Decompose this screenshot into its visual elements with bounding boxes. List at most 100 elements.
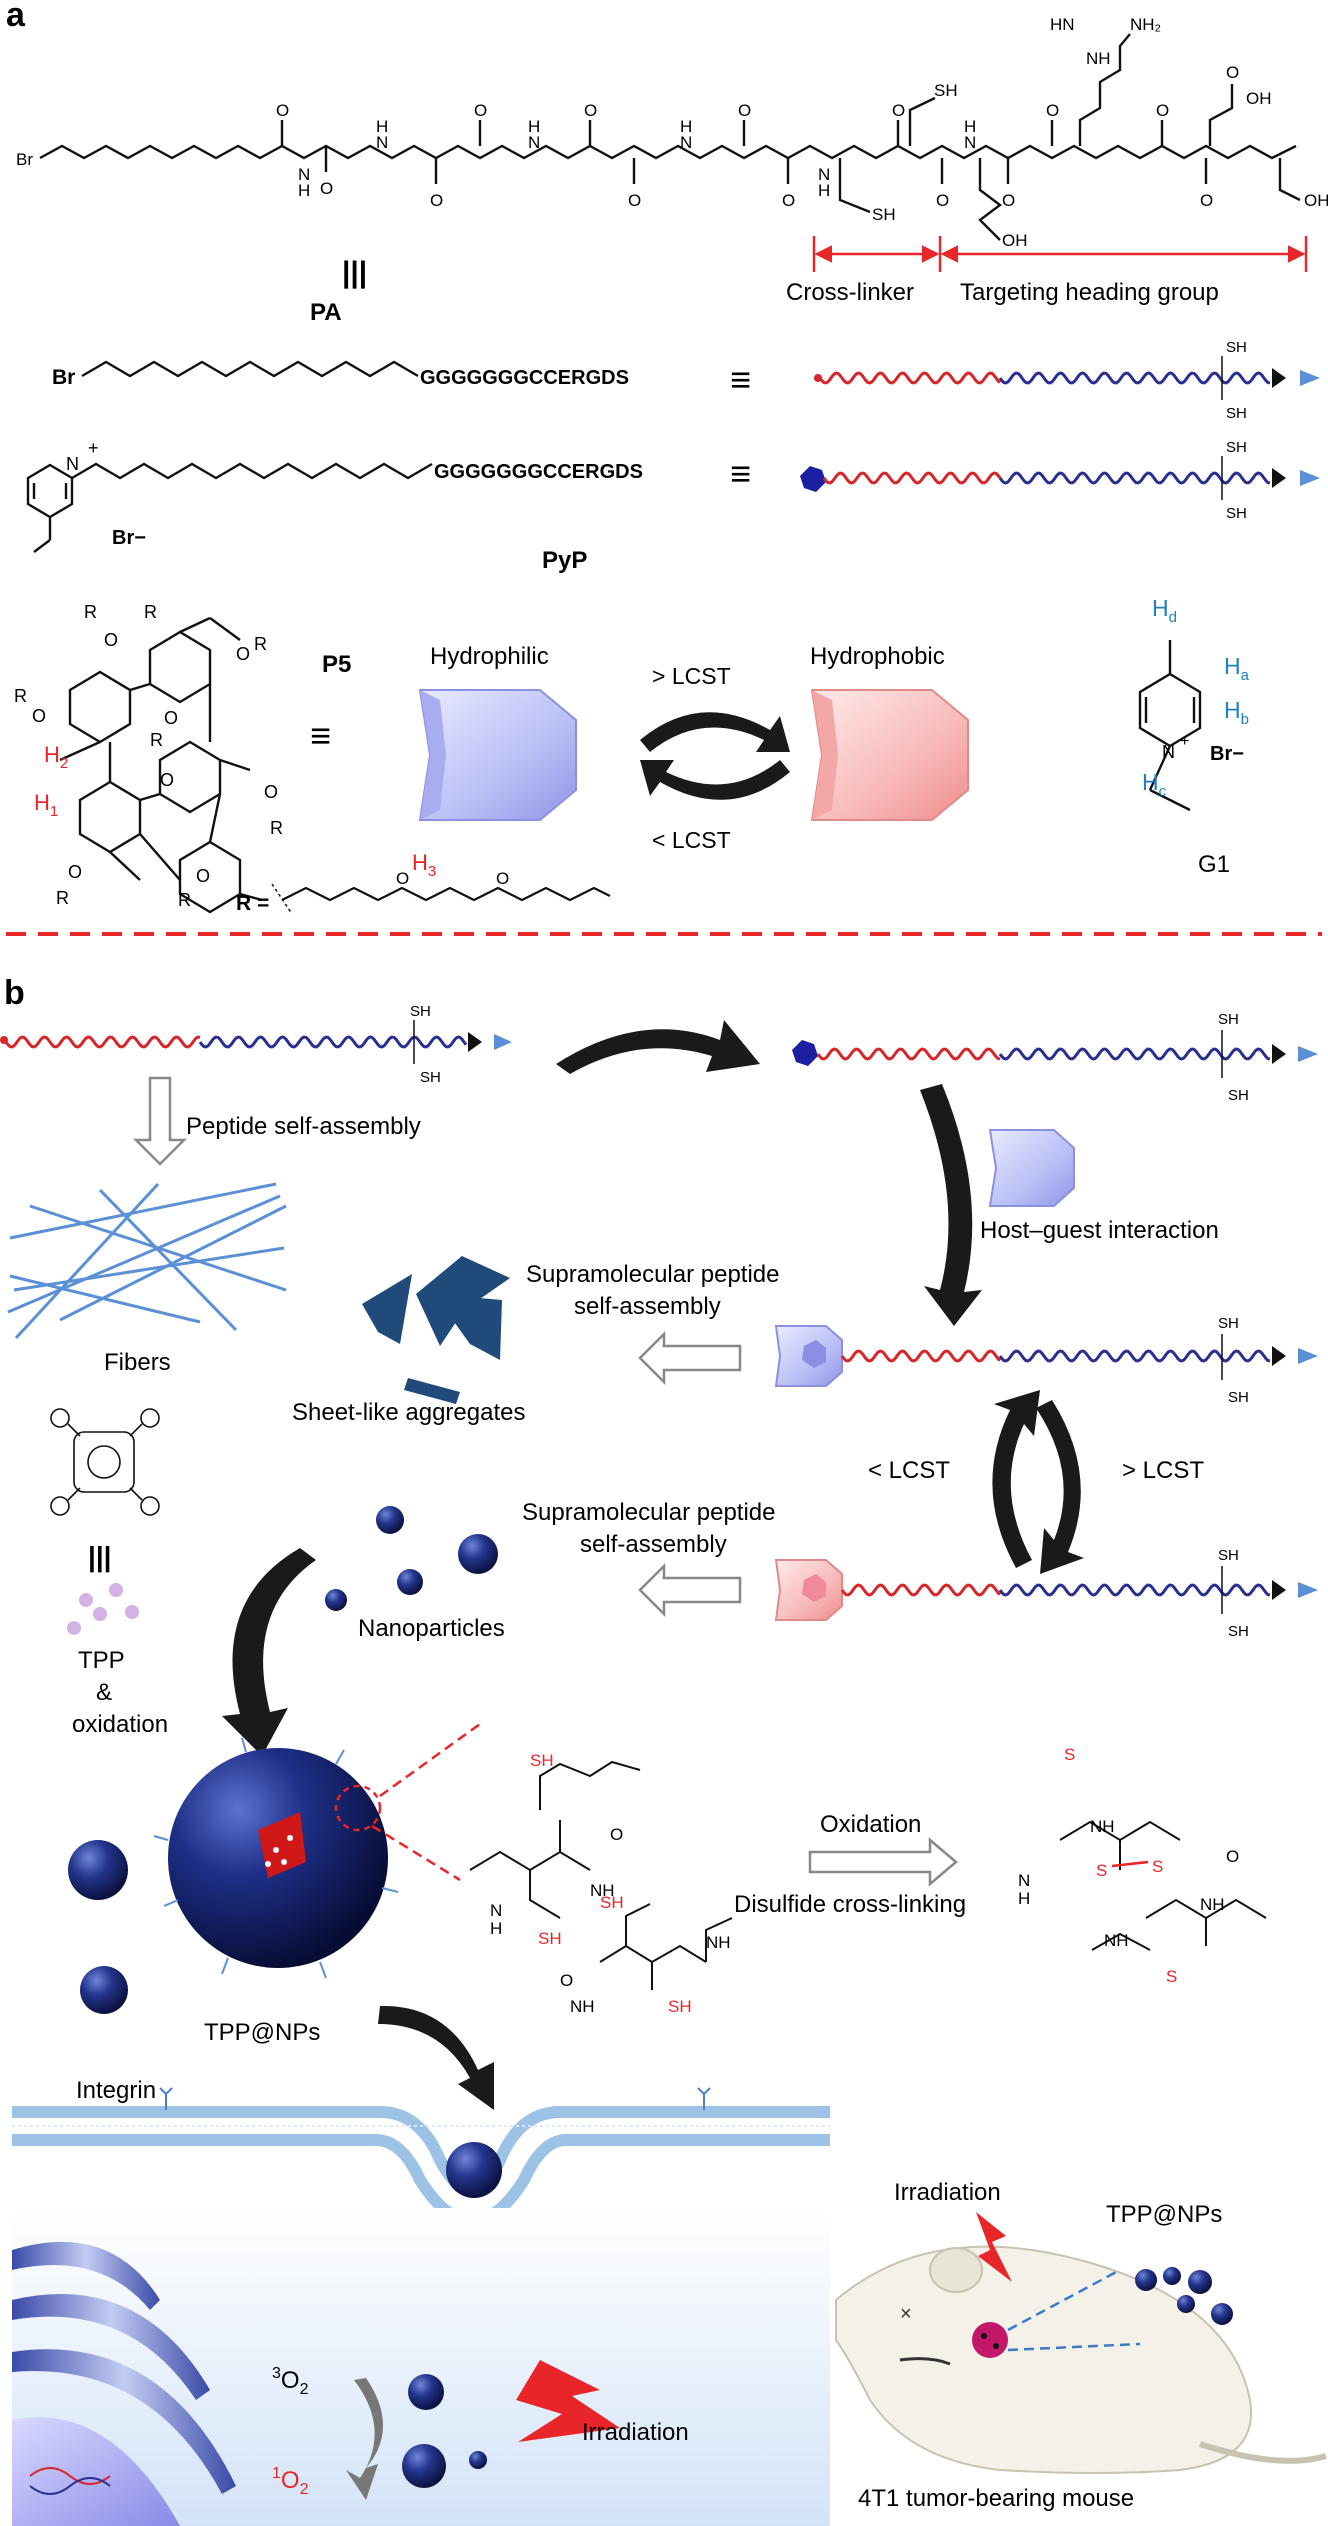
svg-text:R: R [150, 730, 163, 750]
tpp-nps-mouse-label: TPP@NPs [1106, 2201, 1222, 2228]
svg-text:N: N [818, 165, 830, 184]
supra1-arrow [638, 1330, 742, 1386]
nucleus-er [12, 2241, 236, 2526]
gt-lcst-arrow-b [1036, 1400, 1084, 1574]
svg-text:N: N [528, 133, 540, 152]
svg-text:SH: SH [872, 205, 896, 224]
svg-text:O: O [1226, 1847, 1239, 1866]
svg-text:OH: OH [1002, 231, 1028, 250]
svg-text:N: N [964, 133, 976, 152]
svg-text:O: O [236, 644, 250, 664]
lt-lcst-label-b: < LCST [868, 1457, 950, 1484]
r-chain [281, 886, 611, 902]
svg-text:SH: SH [600, 1893, 624, 1912]
svg-text:O: O [1156, 101, 1169, 120]
hydrophobic-cylinder [810, 689, 969, 821]
lt-lcst-label-a: < LCST [652, 827, 731, 853]
gt-lcst-label-b: > LCST [1122, 1457, 1204, 1484]
svg-text:H: H [964, 117, 976, 136]
svg-text:HN: HN [1050, 15, 1075, 34]
targeting-group-label: Targeting heading group [960, 279, 1219, 306]
tpp-amp: & [96, 1679, 112, 1706]
g1-ha: Ha [1224, 653, 1250, 684]
svg-text:H: H [298, 181, 310, 200]
pyp-cartoon-b: SH SH [792, 1011, 1318, 1104]
svg-text:O: O [396, 869, 409, 888]
svg-text:O: O [584, 101, 597, 120]
pa-name: PA [310, 299, 342, 326]
svg-text:O: O [104, 630, 118, 650]
svg-text:SH: SH [1218, 1011, 1239, 1028]
svg-text:NH: NH [1200, 1895, 1225, 1914]
panel-b-label: b [4, 974, 25, 1012]
svg-text:NH: NH [570, 1997, 595, 2016]
svg-text:NH₂: NH₂ [1130, 15, 1161, 34]
svg-text:O: O [264, 782, 278, 802]
svg-text:SH: SH [1226, 505, 1247, 522]
pa-cartoon-b: SH SH [0, 1003, 512, 1086]
pyp-equiv: ≡ [730, 453, 751, 494]
irradiation-bolt-cell [516, 2360, 620, 2442]
hydrophobic-label: Hydrophobic [810, 643, 945, 670]
sheet-like-aggregates-shape [362, 1256, 510, 1404]
svg-text:H: H [680, 117, 692, 136]
panel-a-label: a [6, 0, 26, 34]
cysteine-pair-left [469, 1760, 733, 1990]
svg-text:Br: Br [52, 366, 75, 389]
g1-hc: Hc [1142, 769, 1167, 800]
svg-text:SH: SH [934, 81, 958, 100]
supra2-line2: self-assembly [580, 1531, 727, 1558]
svg-text:S: S [1096, 1861, 1107, 1880]
curved-arrow-membrane [378, 2005, 494, 2110]
pa-cartoon: SH SH [814, 339, 1320, 422]
svg-text:S: S [1152, 1857, 1163, 1876]
svg-text:H: H [376, 117, 388, 136]
svg-text:H: H [1018, 1889, 1030, 1908]
tpp-oxidation: oxidation [72, 1711, 168, 1738]
svg-text:R: R [254, 634, 267, 654]
svg-text:×: × [900, 2303, 912, 2325]
svg-text:R: R [270, 818, 283, 838]
svg-text:R: R [56, 888, 69, 908]
fibers-label: Fibers [104, 1349, 171, 1376]
svg-text:NH: NH [1086, 49, 1111, 68]
svg-text:Br: Br [16, 150, 33, 169]
svg-text:S: S [1064, 1745, 1075, 1764]
svg-text:N: N [376, 133, 388, 152]
svg-text:SH: SH [410, 1003, 431, 1020]
svg-text:O: O [1002, 191, 1015, 210]
lcst-switch-arrows [640, 712, 790, 800]
svg-text:H: H [818, 181, 830, 200]
gt-lcst-label-a: > LCST [652, 663, 731, 689]
cysteine-pair-right [1059, 1820, 1267, 1951]
svg-text:R: R [14, 686, 27, 706]
oxidation-label: Oxidation [820, 1811, 921, 1838]
svg-text:+: + [88, 438, 99, 458]
g1-hd: Hd [1152, 595, 1177, 626]
curved-arrow-host-guest [920, 1084, 982, 1326]
svg-text:+: + [1180, 733, 1189, 750]
svg-text:O: O [560, 1971, 573, 1990]
svg-text:O: O [276, 101, 289, 120]
tpp-molecule [50, 1408, 160, 1516]
svg-text:O: O [430, 191, 443, 210]
svg-text:NH: NH [1104, 1931, 1129, 1950]
pyp-name: PyP [542, 547, 587, 574]
fibers [7, 1182, 287, 1340]
svg-text:O: O [782, 191, 795, 210]
hydrophilic-cylinder [418, 689, 577, 821]
supra1-line1: Supramolecular peptide [526, 1261, 780, 1288]
svg-text:SH: SH [530, 1751, 554, 1770]
svg-text:O: O [738, 101, 751, 120]
svg-text:R: R [178, 890, 191, 910]
svg-text:R: R [84, 602, 97, 622]
tpp-dots [67, 1583, 139, 1635]
energy-transfer-arrow [346, 2378, 383, 2500]
curved-arrow-top [556, 1020, 760, 1074]
svg-text:SH: SH [668, 1997, 692, 2016]
cysteine-atoms-right: S S S S NH N H O NH NH [1018, 1745, 1239, 1986]
svg-text:H: H [490, 1919, 502, 1938]
curved-arrow-tpp [222, 1548, 316, 1756]
g1-structure [1138, 640, 1202, 812]
tpp-equiv: ||| [88, 1541, 112, 1572]
